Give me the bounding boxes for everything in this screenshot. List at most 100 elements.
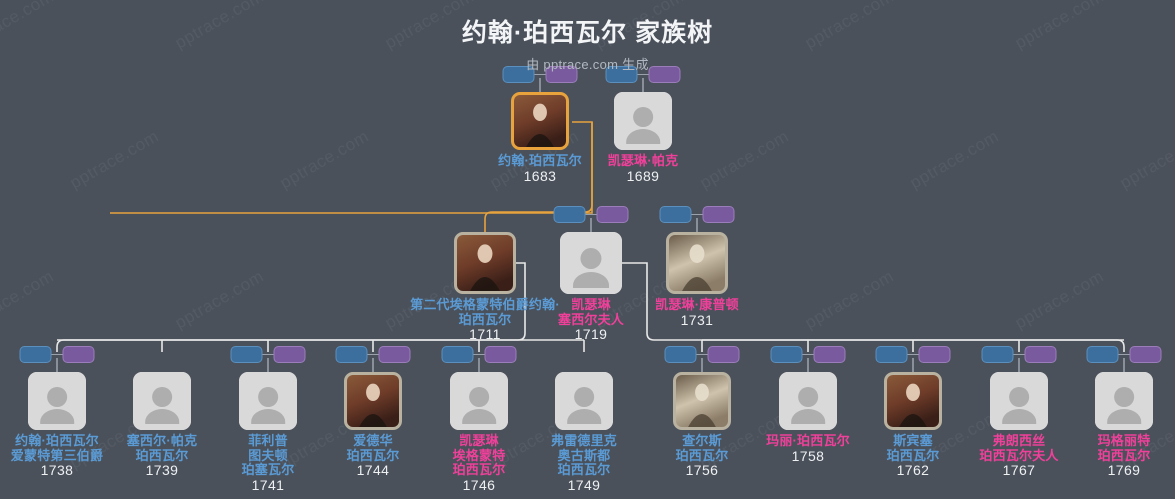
person-card[interactable] [344, 372, 402, 430]
person-name-line: 凯瑟琳·帕克 [607, 153, 679, 168]
person-name-line: 约翰·珀西瓦尔 [498, 153, 582, 168]
person-card[interactable] [779, 372, 837, 430]
person-year: 1731 [680, 311, 714, 328]
person-name-line: 珀西瓦尔 [675, 447, 729, 463]
portrait-image [457, 235, 513, 291]
person-tabs [664, 346, 740, 363]
tab-blue[interactable] [230, 346, 263, 363]
tab-connector [473, 354, 485, 355]
tab-purple[interactable] [1129, 346, 1162, 363]
avatar-placeholder [990, 372, 1048, 430]
tab-blue[interactable] [770, 346, 803, 363]
person-name-line: 弗朗西丝 [992, 433, 1046, 448]
person-card[interactable] [511, 92, 569, 150]
person-card[interactable] [666, 232, 728, 294]
person-name-line: 塞西尔夫人 [557, 311, 625, 327]
page-subtitle: 由 pptrace.com 生成 [526, 57, 649, 72]
tab-blue[interactable] [605, 66, 638, 83]
tab-connector [1118, 354, 1130, 355]
person-year: 1719 [574, 326, 608, 343]
tab-blue[interactable] [659, 206, 692, 223]
avatar-head-shape [633, 107, 653, 127]
tab-purple[interactable] [596, 206, 629, 223]
tab-blue[interactable] [981, 346, 1014, 363]
person-card[interactable] [28, 372, 86, 430]
avatar-placeholder [779, 372, 837, 430]
person-card[interactable] [239, 372, 297, 430]
tab-blue[interactable] [335, 346, 368, 363]
tab-blue[interactable] [553, 206, 586, 223]
tab-connector [696, 354, 708, 355]
tab-purple[interactable] [378, 346, 411, 363]
person-card[interactable] [884, 372, 942, 430]
tab-blue[interactable] [875, 346, 908, 363]
person-tabs [335, 346, 411, 363]
avatar-body-shape [573, 271, 609, 288]
tab-purple[interactable] [62, 346, 95, 363]
tab-blue[interactable] [664, 346, 697, 363]
tab-purple[interactable] [648, 66, 681, 83]
person-year: 1767 [1002, 462, 1036, 479]
person-tabs [605, 66, 681, 83]
tab-purple[interactable] [702, 206, 735, 223]
person-year: 1762 [896, 462, 930, 479]
tab-blue[interactable] [502, 66, 535, 83]
tab-connector [802, 354, 814, 355]
header: 约翰·珀西瓦尔 家族树 由 pptrace.com 生成 [0, 0, 1175, 73]
tab-blue[interactable] [441, 346, 474, 363]
person-card[interactable] [133, 372, 191, 430]
person-year: 1749 [567, 476, 601, 493]
person-card[interactable] [450, 372, 508, 430]
person-tabs [981, 346, 1057, 363]
person-card[interactable] [1095, 372, 1153, 430]
person-name-line: 查尔斯 [682, 433, 722, 448]
tab-purple[interactable] [273, 346, 306, 363]
person-card[interactable] [454, 232, 516, 294]
person-card[interactable] [614, 92, 672, 150]
person-name-line: 凯瑟琳 [571, 297, 611, 312]
avatar-head-shape [258, 387, 278, 407]
tab-purple[interactable] [484, 346, 517, 363]
person-name-line: 爱蒙特第三伯爵 [10, 447, 104, 463]
person-card[interactable] [555, 372, 613, 430]
person-card[interactable] [990, 372, 1048, 430]
person-year: 1769 [1107, 462, 1141, 479]
avatar-body-shape [462, 409, 496, 425]
person-name-line: 凯瑟琳 [459, 433, 499, 448]
avatar-head-shape [47, 387, 67, 407]
person-name-line: 珀西瓦尔夫人 [979, 447, 1059, 463]
tab-connector [637, 74, 649, 75]
avatar-head-shape [152, 387, 172, 407]
tab-purple[interactable] [707, 346, 740, 363]
person-card[interactable] [560, 232, 622, 294]
avatar-head-shape [580, 248, 602, 270]
person-name-line: 玛丽·珀西瓦尔 [766, 433, 850, 448]
tab-purple[interactable] [545, 66, 578, 83]
person-name-line: 珀西瓦尔 [452, 462, 506, 478]
tab-purple[interactable] [813, 346, 846, 363]
person-tabs [230, 346, 306, 363]
page-title: 约翰·珀西瓦尔 家族树 [461, 19, 714, 47]
person-year: 1758 [791, 447, 825, 464]
person-name-line: 凯瑟琳·康普顿 [655, 297, 739, 312]
tab-purple[interactable] [918, 346, 951, 363]
person-name-line: 约翰·珀西瓦尔 [15, 433, 99, 448]
avatar-placeholder [1095, 372, 1153, 430]
avatar-body-shape [1002, 409, 1036, 425]
avatar-body-shape [1107, 409, 1141, 425]
tab-purple[interactable] [1024, 346, 1057, 363]
tab-connector [51, 354, 63, 355]
person-year: 1756 [685, 462, 719, 479]
tab-blue[interactable] [1086, 346, 1119, 363]
marriage-link-cecil [516, 262, 526, 318]
tab-connector [534, 74, 546, 75]
person-card[interactable] [673, 372, 731, 430]
avatar-placeholder [614, 92, 672, 150]
person-tabs [19, 346, 95, 363]
tab-blue[interactable] [19, 346, 52, 363]
